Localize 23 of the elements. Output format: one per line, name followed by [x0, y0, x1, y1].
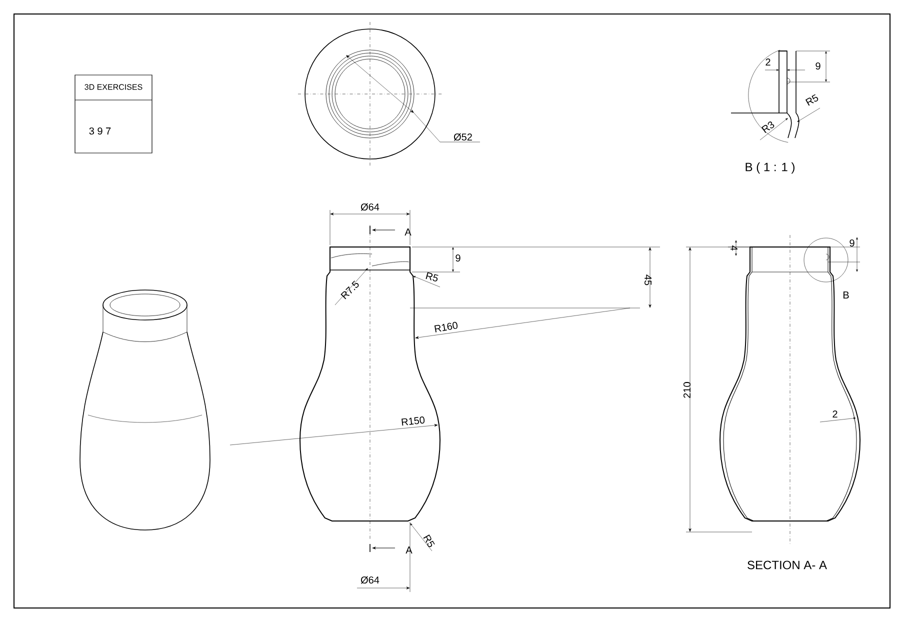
- detail-label: B: [844, 292, 849, 298]
- dimension-text: 2: [832, 410, 838, 418]
- dimension-text: 2: [766, 58, 770, 66]
- dimension-text: Ø64: [360, 203, 380, 211]
- dimension-text: 210: [683, 382, 691, 398]
- dimension-text: Ø52: [454, 133, 472, 141]
- dimension-text: R5: [426, 272, 438, 282]
- dimension-text: R5: [423, 534, 435, 548]
- dimension-text: Ø64: [360, 576, 380, 584]
- title-block: 3D EXERCISES 3 9 7: [74, 74, 152, 154]
- dimension-text: 9: [456, 254, 460, 262]
- view-caption: B ( 1 : 1 ): [746, 162, 794, 174]
- dimension-text: R5: [805, 94, 818, 106]
- section-label: A: [404, 228, 412, 236]
- dimension-text: 9: [816, 62, 820, 70]
- dimension-text: R3: [761, 122, 774, 134]
- section-label: A: [406, 546, 412, 554]
- dimension-text: 4: [730, 245, 738, 250]
- view-caption: SECTION A- A: [748, 560, 827, 570]
- dimension-text: 45: [644, 274, 652, 286]
- dimension-text: 9: [850, 239, 854, 247]
- dimension-text: R160: [434, 322, 458, 332]
- dimension-text: R150: [402, 416, 425, 426]
